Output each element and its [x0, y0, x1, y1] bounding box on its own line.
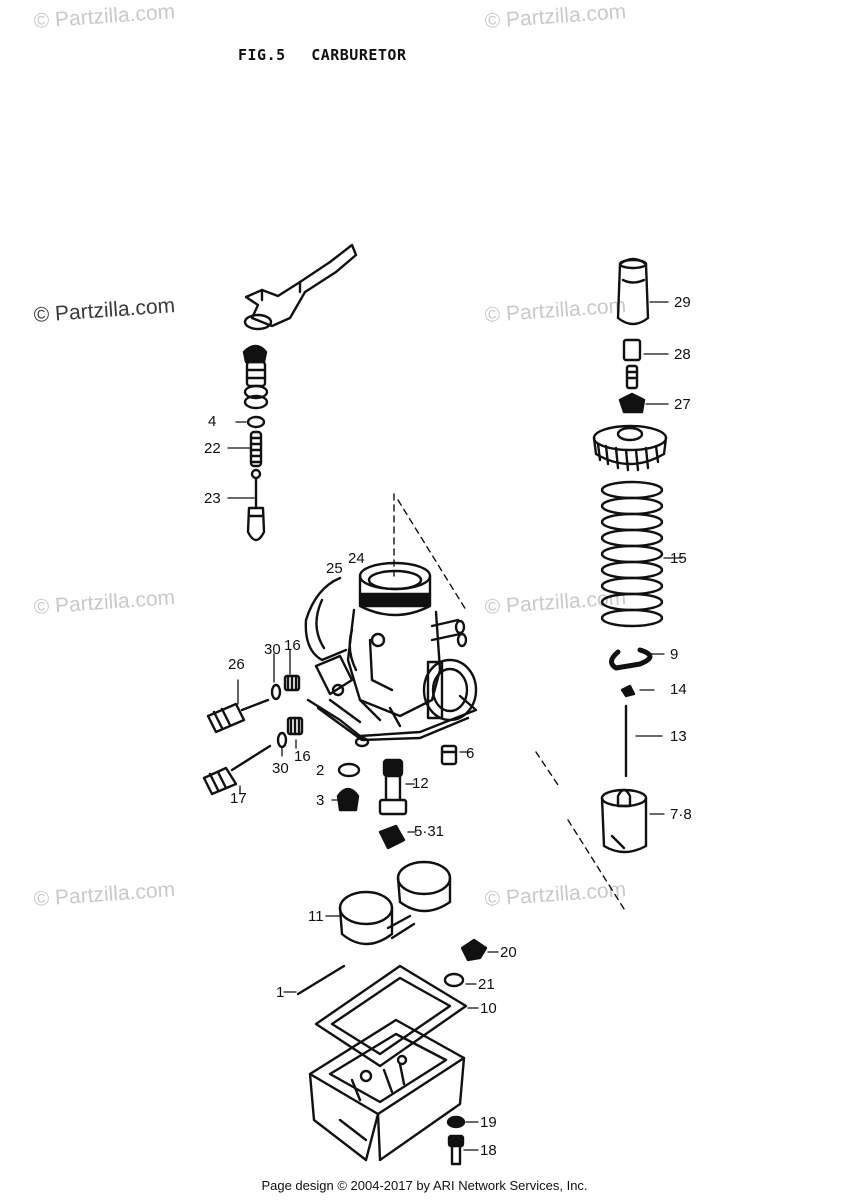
- callout-18: 18: [480, 1142, 497, 1159]
- callout-16b: 16: [294, 748, 311, 765]
- callout-9: 9: [670, 646, 679, 663]
- throttle-valve-spring-15: [600, 480, 664, 628]
- cable-cap-29: [616, 257, 650, 326]
- throttle-valve-7-8: [600, 788, 648, 854]
- callout-29: 29: [674, 294, 691, 311]
- callout-30: 30: [264, 641, 281, 658]
- callout-21: 21: [478, 976, 495, 993]
- nut-28: [622, 338, 642, 390]
- spring-16: [283, 674, 301, 692]
- callout-24: 24: [348, 550, 365, 567]
- spring-22: [249, 430, 263, 468]
- callout-14: 14: [670, 681, 687, 698]
- figure-name: CARBURETOR: [311, 46, 407, 64]
- cable-adjuster: [242, 344, 269, 410]
- callout-30b: 30: [272, 760, 289, 777]
- callout-20: 20: [500, 944, 517, 961]
- main-jet-5-31: [378, 824, 406, 850]
- clip-9: [609, 647, 653, 671]
- gasket-2: [337, 762, 361, 778]
- float-11: [338, 860, 452, 946]
- jet-6: [440, 744, 458, 766]
- callout-12: 12: [412, 775, 429, 792]
- callout-16: 16: [284, 637, 301, 654]
- callout-19: 19: [480, 1114, 497, 1131]
- carburetor-body: [304, 561, 478, 748]
- needle-valve-3: [336, 787, 360, 812]
- plug-20: [460, 938, 488, 962]
- callout-25: 25: [326, 560, 343, 577]
- washer-21: [443, 972, 465, 988]
- callout-11: 11: [308, 908, 324, 925]
- o-ring-4: [246, 415, 266, 429]
- callout-5-31: 5·31: [414, 823, 445, 840]
- callout-6: 6: [466, 745, 475, 762]
- callout-27: 27: [674, 396, 691, 413]
- nut-27: [618, 392, 646, 414]
- figure-number: FIG.5: [238, 46, 286, 64]
- leader-lines: [227, 301, 683, 1151]
- o-ring-30b: [276, 731, 288, 749]
- air-screw-26: [206, 698, 270, 734]
- callout-15: 15: [670, 550, 687, 567]
- throttle-lever: [243, 243, 358, 331]
- callout-22: 22: [204, 440, 221, 457]
- assembly-guide-lines: [393, 493, 627, 913]
- callout-1: 1: [276, 984, 285, 1001]
- callout-10: 10: [480, 1000, 497, 1017]
- figure-title: FIG.5 CARBURETOR: [238, 46, 423, 64]
- callout-23: 23: [204, 490, 221, 507]
- callout-2: 2: [316, 762, 325, 779]
- callout-28: 28: [674, 346, 691, 363]
- callout-3: 3: [316, 792, 325, 809]
- callout-26: 26: [228, 656, 245, 673]
- washer-19: [446, 1115, 466, 1129]
- mixing-chamber-top: [592, 424, 668, 472]
- float-pin-1: [296, 964, 346, 996]
- float-bowl-gasket-10: [314, 964, 468, 1068]
- callout-7-8: 7·8: [670, 806, 692, 823]
- float-chamber: [308, 1018, 466, 1162]
- cable-adjust-screw-23: [246, 468, 266, 542]
- needle-jet-12: [378, 758, 408, 816]
- callout-17: 17: [230, 790, 247, 807]
- throttle-stop-screw-17: [202, 744, 272, 796]
- callout-4: 4: [208, 413, 217, 430]
- o-ring-30: [270, 683, 282, 701]
- drain-screw-18: [447, 1134, 465, 1166]
- spring-16b: [286, 716, 304, 736]
- copyright-footer: Page design © 2004-2017 by ARI Network S…: [261, 1178, 588, 1193]
- clip-14: [620, 684, 636, 698]
- callout-13: 13: [670, 728, 687, 745]
